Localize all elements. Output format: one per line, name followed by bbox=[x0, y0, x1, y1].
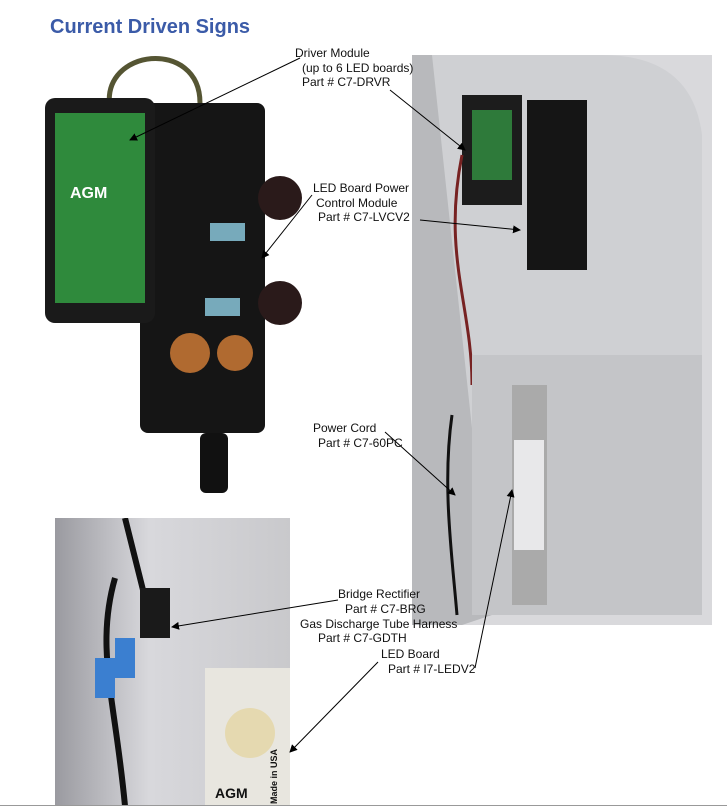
lvcv-label-1: LED Board Power bbox=[313, 181, 410, 195]
gdt-harness-label: Gas Discharge Tube Harness bbox=[300, 617, 458, 631]
driver-module-part: Part # C7-DRVR bbox=[302, 75, 391, 89]
power-cord-label: Power Cord bbox=[313, 421, 377, 435]
made-in-usa-text: Made in USA bbox=[269, 748, 279, 804]
gdt-harness-part: Part # C7-GDTH bbox=[318, 631, 407, 645]
led-board-part: Part # I7-LEDV2 bbox=[388, 662, 476, 676]
svg-text:AGM: AGM bbox=[70, 185, 107, 202]
power-cord-part: Part # C7-60PC bbox=[318, 436, 403, 450]
lvcv-label-2: Control Module bbox=[316, 196, 398, 210]
bridge-rectifier-label: Bridge Rectifier bbox=[338, 587, 421, 601]
lvcv-part: Part # C7-LVCV2 bbox=[318, 210, 410, 224]
agm-logo: AGM bbox=[215, 785, 248, 801]
led-board-label: LED Board bbox=[381, 647, 440, 661]
led-board-photo: AGM Made in USA bbox=[55, 518, 290, 806]
driver-module-label: Driver Module bbox=[295, 46, 370, 60]
sign-enclosure-photo bbox=[412, 55, 712, 625]
page-title: Current Driven Signs bbox=[50, 16, 251, 38]
driver-module-note: (up to 6 LED boards) bbox=[302, 61, 414, 75]
bridge-rectifier-part: Part # C7-BRG bbox=[345, 602, 426, 616]
page-divider bbox=[0, 805, 727, 806]
driver-module-photo: AGM bbox=[40, 48, 305, 498]
